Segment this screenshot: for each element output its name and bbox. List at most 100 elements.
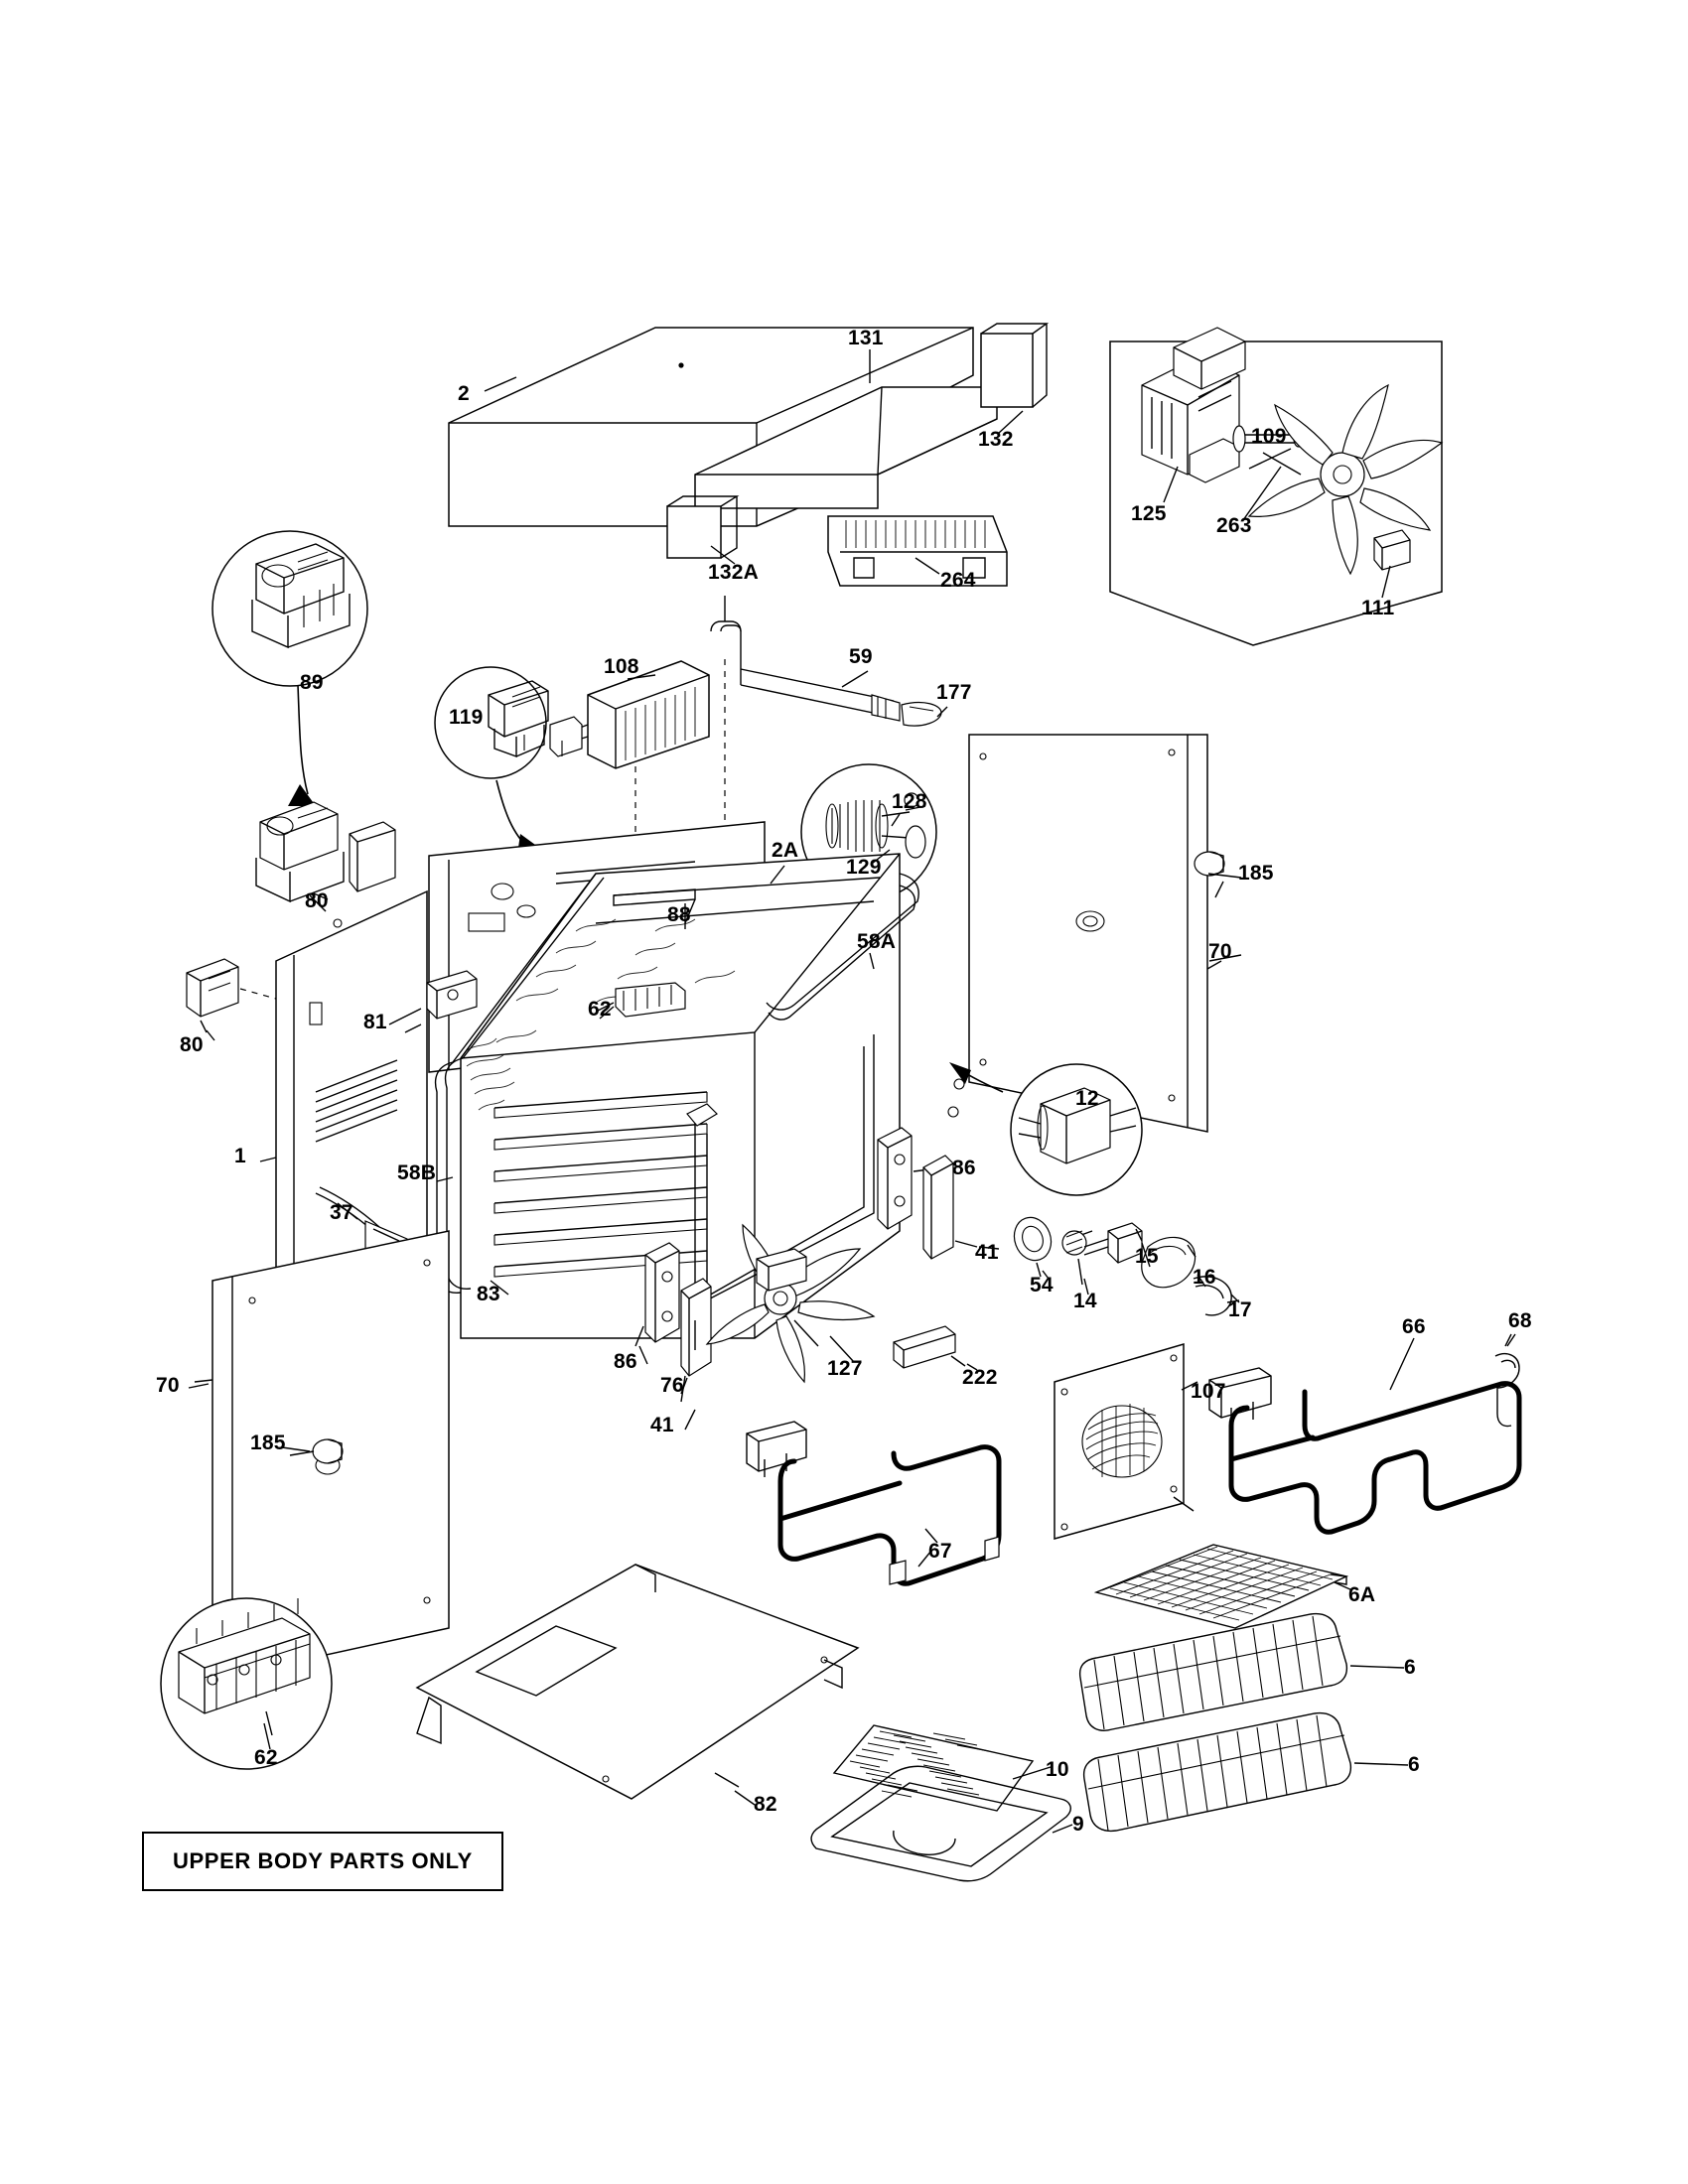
part-hinge-41-left [680, 1278, 712, 1377]
inset-terminal-block-62 [160, 1597, 333, 1770]
callout-37: 37 [330, 1201, 353, 1224]
part-side-panel-70-right [968, 734, 1208, 1133]
callout-89: 89 [300, 671, 324, 694]
callout-185-right: 185 [1238, 862, 1274, 885]
callout-131: 131 [848, 327, 884, 349]
callout-6A: 6A [1348, 1583, 1376, 1606]
part-tube-59 [710, 620, 901, 722]
callout-62-cavity: 62 [588, 998, 612, 1021]
callout-263: 263 [1216, 514, 1252, 537]
callout-132: 132 [978, 428, 1014, 451]
part-fan-blade-127 [705, 1223, 876, 1384]
callout-80-upper: 80 [305, 889, 329, 912]
callout-86-lower: 86 [614, 1350, 637, 1373]
part-fan-cover-107 [1054, 1342, 1185, 1540]
callout-6-upper: 6 [1404, 1656, 1416, 1679]
callout-54: 54 [1030, 1274, 1054, 1297]
callout-16: 16 [1193, 1266, 1216, 1289]
inset-roller-12 [1010, 1063, 1143, 1196]
callout-67: 67 [928, 1540, 952, 1563]
callout-264: 264 [940, 569, 976, 592]
part-motor-125 [1141, 327, 1246, 483]
callout-86-upper: 86 [952, 1157, 976, 1179]
callout-70-right: 70 [1208, 940, 1232, 963]
callout-125: 125 [1131, 502, 1167, 525]
callout-6-lower: 6 [1408, 1753, 1420, 1776]
part-vent-trim-131 [694, 386, 998, 509]
part-switch-89-detail [251, 543, 351, 649]
part-bracket-132 [980, 323, 1050, 408]
callout-83: 83 [477, 1283, 500, 1305]
callout-119: 119 [449, 706, 484, 729]
callout-2: 2 [458, 382, 470, 405]
part-terminal-15 [1107, 1222, 1143, 1264]
part-bake-element-67 [746, 1421, 1002, 1586]
part-rack-6A [1093, 1544, 1349, 1629]
callout-9: 9 [1072, 1813, 1084, 1836]
callout-59: 59 [849, 645, 873, 668]
callout-41-right: 41 [975, 1241, 999, 1264]
part-vent-grille-264 [827, 515, 1008, 587]
callout-70-left: 70 [156, 1374, 180, 1397]
part-bracket-81 [426, 970, 478, 1020]
part-grommet-185-left [312, 1438, 344, 1464]
inset-igniter-119 [434, 666, 549, 779]
callout-2A: 2A [772, 839, 799, 862]
inset-blower-assembly [1109, 327, 1444, 646]
part-grommet-185-right [1194, 851, 1225, 877]
part-broil-element-66 [1208, 1367, 1522, 1535]
part-hinge-86-lower-left [644, 1242, 680, 1343]
part-hinge-86-upper-right [877, 1127, 913, 1230]
callout-15: 15 [1135, 1245, 1159, 1268]
part-rack-6-upper [1078, 1612, 1348, 1731]
callout-58A: 58A [857, 930, 897, 953]
part-clip-177 [901, 701, 942, 727]
leader-lines [188, 349, 1516, 1834]
callout-128: 128 [892, 790, 927, 813]
callout-17: 17 [1228, 1298, 1252, 1321]
part-roller-12-detail [1018, 1087, 1137, 1164]
callout-10: 10 [1046, 1758, 1069, 1781]
part-terminal-block-62 [615, 982, 686, 1018]
part-bracket-80-upper [255, 801, 396, 903]
callout-76: 76 [660, 1374, 684, 1397]
callout-88: 88 [667, 903, 691, 926]
callout-12: 12 [1075, 1087, 1099, 1110]
part-seal-58A [766, 873, 919, 1021]
part-terminal-block-62-detail [178, 1598, 311, 1714]
callout-82: 82 [754, 1793, 777, 1816]
callout-222: 222 [962, 1366, 998, 1389]
inset-switch-89 [211, 530, 368, 687]
callout-80-lower: 80 [180, 1033, 204, 1056]
part-bottom-panel-82 [415, 1564, 860, 1800]
part-fan-blade-109 [1247, 383, 1444, 576]
part-bushing-54 [1013, 1216, 1053, 1262]
part-spring-129-detail [825, 792, 926, 859]
callout-129: 129 [846, 856, 882, 879]
callout-68: 68 [1508, 1309, 1532, 1332]
note-upper-body-parts-only: UPPER BODY PARTS ONLY [142, 1832, 503, 1891]
callout-177: 177 [936, 681, 972, 704]
part-screw-14 [1061, 1230, 1109, 1256]
part-hinge-41-right [922, 1155, 954, 1260]
callout-109: 109 [1251, 425, 1287, 448]
callout-62-inset: 62 [254, 1746, 278, 1769]
part-cap-111 [1373, 529, 1411, 571]
callout-185-left: 185 [250, 1432, 286, 1454]
part-bracket-80-lower [186, 958, 239, 1018]
callout-66: 66 [1402, 1315, 1426, 1338]
part-igniter-119-detail [488, 680, 549, 757]
callout-58B: 58B [397, 1161, 437, 1184]
callout-108: 108 [604, 655, 639, 678]
part-element-108 [549, 660, 710, 769]
part-broiler-insert-10 [832, 1724, 1035, 1812]
callout-81: 81 [363, 1011, 387, 1033]
callout-132A: 132A [708, 561, 760, 584]
callout-1: 1 [234, 1145, 246, 1167]
callout-41-left: 41 [650, 1414, 674, 1436]
part-clip-68 [1494, 1352, 1520, 1428]
part-rack-6-lower [1082, 1711, 1352, 1833]
part-broiler-pan-9 [810, 1765, 1071, 1882]
